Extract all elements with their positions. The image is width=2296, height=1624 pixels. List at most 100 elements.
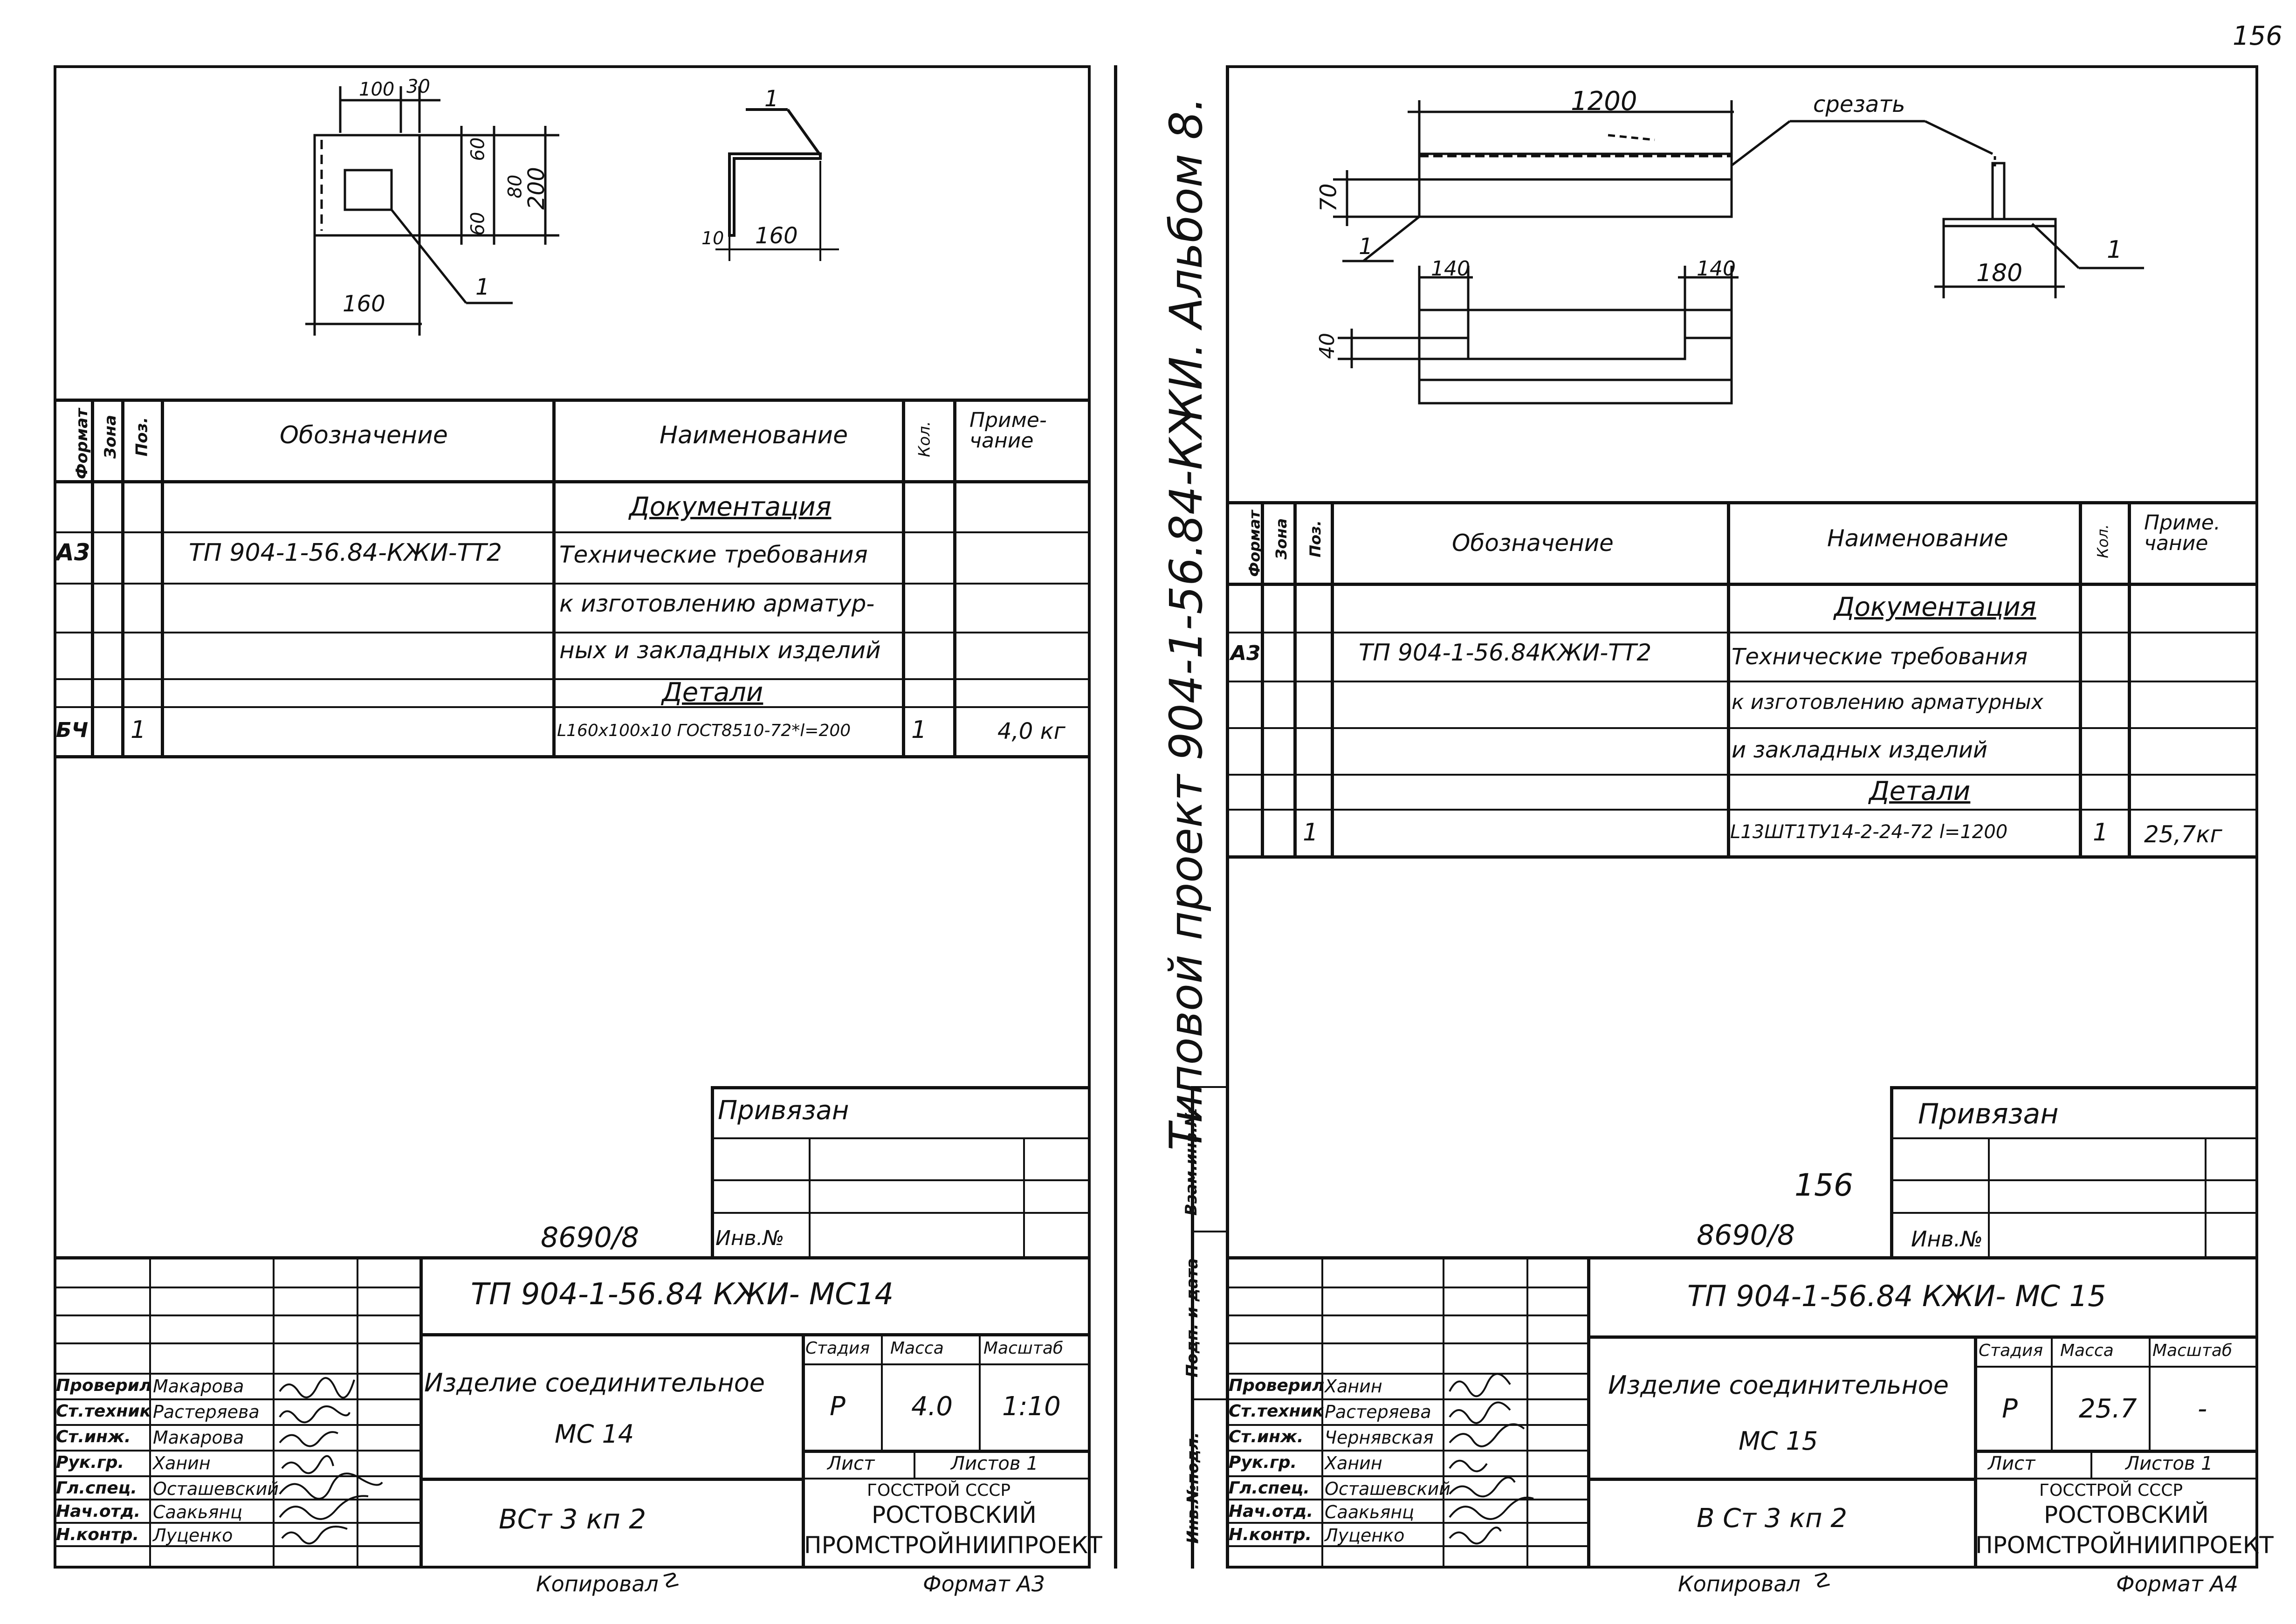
right-code-156: 156 (1794, 1167, 1853, 1203)
right-sheet-label: Лист (1988, 1453, 2035, 1474)
left-dim-100: 100 (359, 79, 395, 100)
right-copier-signature: ☡ (1813, 1569, 1832, 1593)
left-section-details: Детали (662, 677, 763, 708)
right-cut-label: срезать (1813, 91, 1905, 117)
right-sheet-frame (1226, 65, 2258, 1569)
left-row1-name-1: Технические требования (559, 541, 868, 568)
left-mass-header: Масса (890, 1339, 944, 1358)
left-row1-designation: ТП 904-1-56.84-КЖИ-ТТ2 (189, 539, 502, 567)
left-row2-qty: 1 (911, 716, 927, 744)
right-dim-140a: 140 (1431, 257, 1470, 281)
left-mass-value: 4.0 (911, 1391, 953, 1422)
right-row2-name: L13ШТ1ТУ14-2-24-72 l=1200 (1730, 821, 2008, 843)
right-name-4: Осташевский (1325, 1479, 1451, 1499)
right-dim-180: 180 (1976, 259, 2023, 287)
left-name-3: Ханин (153, 1453, 211, 1473)
left-row1-format: А3 (56, 539, 90, 566)
left-dim-10: 10 (701, 228, 724, 248)
left-row2-format: БЧ (56, 718, 89, 742)
right-row2-qty: 1 (2093, 819, 2109, 846)
left-callout-1b: 1 (764, 86, 779, 112)
left-bound-inv: Инв.№ (715, 1226, 784, 1250)
left-role-0: Проверил (56, 1376, 152, 1395)
page-number: 156 (2233, 21, 2282, 51)
left-scale-value: 1:10 (1002, 1391, 1061, 1422)
right-name-0: Ханин (1325, 1376, 1382, 1397)
right-row2-note: 25,7кг (2144, 821, 2222, 848)
right-row1-name-1: Технические требования (1732, 644, 2028, 670)
left-role-2: Ст.инж. (56, 1427, 131, 1446)
right-header-name: Наименование (1827, 525, 2008, 552)
right-header-note: Приме. чание (2144, 511, 2220, 555)
right-name-1: Растеряева (1325, 1402, 1431, 1422)
right-doc-code: ТП 904-1-56.84 КЖИ- МС 15 (1687, 1279, 2106, 1313)
right-role-1: Ст.техник (1229, 1402, 1324, 1421)
right-name-6: Луценко (1325, 1525, 1405, 1546)
right-callout-1b: 1 (2107, 236, 2123, 264)
left-doc-code: ТП 904-1-56.84 КЖИ- МС14 (471, 1277, 894, 1312)
right-mass-value: 25.7 (2079, 1394, 2137, 1424)
right-role-6: Н.контр. (1229, 1525, 1312, 1544)
left-role-5: Нач.отд. (56, 1502, 141, 1521)
left-role-6: Н.контр. (56, 1525, 139, 1544)
center-strip-left-line (1114, 65, 1117, 1569)
left-row1-name-2: к изготовлению арматур- (559, 590, 875, 617)
left-callout-1a: 1 (475, 274, 490, 300)
right-role-3: Рук.гр. (1229, 1453, 1297, 1472)
right-row1-format: А3 (1230, 641, 1261, 665)
right-bound-label: Привязан (1918, 1098, 2059, 1130)
left-row1-name-3: ных и закладных изделий (559, 637, 881, 664)
right-org-2: РОСТОВСКИЙ (2044, 1501, 2209, 1528)
right-sheets-label: Листов 1 (2125, 1453, 2213, 1474)
left-footer-format: Формат А3 (923, 1571, 1045, 1596)
left-row2-name: L160х100х10 ГОСТ8510-72*l=200 (557, 721, 851, 740)
left-name-2: Макарова (153, 1427, 244, 1448)
left-name-0: Макарова (153, 1376, 244, 1397)
left-sheet-frame (54, 65, 1091, 1569)
right-name-2: Чернявская (1325, 1427, 1434, 1448)
left-copier-signature: ☡ (662, 1569, 681, 1593)
right-name-5: Саакьянц (1325, 1502, 1415, 1522)
right-dim-140b: 140 (1697, 257, 1736, 281)
left-sheet-label: Лист (827, 1453, 875, 1474)
right-callout-1a: 1 (1359, 234, 1373, 260)
left-dim-160b: 160 (755, 223, 798, 249)
right-footer-copied: Копировал (1678, 1571, 1801, 1596)
left-sheets-label: Листов 1 (951, 1453, 1038, 1474)
right-material: В Ст 3 кп 2 (1697, 1503, 1848, 1534)
right-name-3: Ханин (1325, 1453, 1382, 1473)
right-row1-name-3: и закладных изделий (1732, 737, 1988, 763)
right-section-details: Детали (1869, 776, 1971, 806)
right-footer-format: Формат А4 (2116, 1571, 2238, 1596)
right-scale-header: Масштаб (2152, 1341, 2233, 1360)
left-row2-pos: 1 (131, 716, 146, 744)
right-stage-value: Р (2002, 1394, 2018, 1424)
right-product-1: Изделие соединительное (1608, 1370, 1949, 1400)
left-dim-30: 30 (406, 76, 430, 97)
right-bound-inv: Инв.№ (1911, 1226, 1983, 1252)
right-product-2: МС 15 (1739, 1426, 1818, 1456)
left-dim-160: 160 (343, 291, 385, 317)
right-dim-1200: 1200 (1571, 86, 1637, 117)
left-product-1: Изделие соединительное (424, 1368, 765, 1397)
right-role-0: Проверил (1229, 1376, 1325, 1395)
left-material: ВСт 3 кп 2 (499, 1503, 646, 1535)
right-code-8690: 8690/8 (1697, 1219, 1795, 1252)
left-footer-copied: Копировал (536, 1571, 659, 1596)
right-role-2: Ст.инж. (1229, 1427, 1304, 1446)
left-header-designation: Обозначение (280, 421, 448, 449)
right-row2-pos: 1 (1303, 819, 1319, 846)
left-product-2: МС 14 (555, 1419, 634, 1449)
left-name-5: Саакьянц (153, 1502, 243, 1522)
left-row2-note: 4,0 кг (997, 718, 1066, 744)
left-scale-header: Масштаб (983, 1339, 1064, 1358)
left-section-doc: Документация (629, 492, 832, 522)
left-role-4: Гл.спец. (56, 1479, 137, 1498)
left-org-3: ПРОМСТРОЙНИИПРОЕКТ (804, 1532, 1102, 1559)
left-header-name: Наименование (660, 421, 848, 449)
left-role-3: Рук.гр. (56, 1453, 124, 1472)
